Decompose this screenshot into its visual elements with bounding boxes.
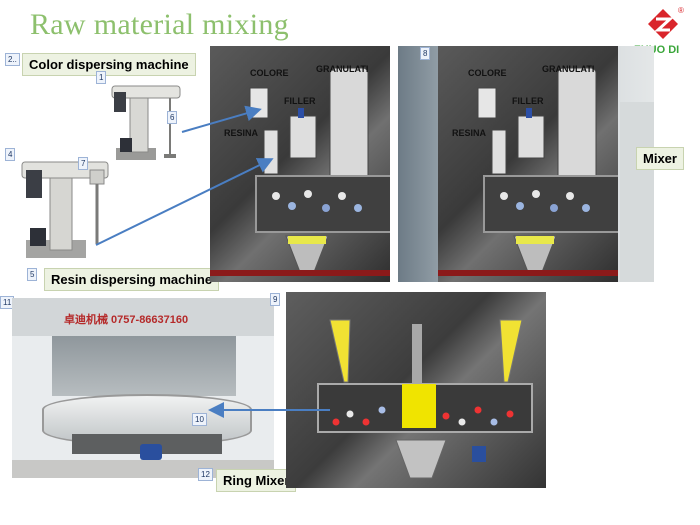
dispensing-diagram-2: COLORE GRANULATI FILLER RESINA: [438, 46, 618, 282]
marker-8: 8: [420, 47, 431, 60]
zhuodi-logo-icon: [648, 9, 678, 39]
color-dispersing-label: Color dispersing machine: [22, 53, 196, 76]
marker-6: 6: [167, 111, 178, 124]
slide-title: Raw material mixing: [30, 8, 289, 41]
machine-brand-sign: 卓迪机械 0757-86637160: [64, 314, 189, 326]
label-granulati-2: GRANULATI: [542, 64, 595, 74]
dispensing-diagram-1: COLORE GRANULATI FILLER RESINA: [210, 46, 390, 282]
marker-7: 7: [78, 157, 89, 170]
marker-4: 4: [5, 148, 16, 161]
marker-2: 2..: [5, 53, 20, 66]
label-granulati-1: GRANULATI: [316, 64, 369, 74]
ring-mixer-diagram: [286, 292, 546, 488]
label-colore-2: COLORE: [468, 68, 507, 78]
resin-dispersing-machine-image: [20, 152, 120, 264]
resin-dispersing-label: Resin dispersing machine: [44, 268, 220, 291]
ring-mixer-photo: 卓迪机械 0757-86637160: [12, 298, 274, 478]
marker-12: 12: [198, 468, 213, 481]
color-dispersing-machine-image: [108, 78, 190, 166]
marker-9: 9: [270, 293, 281, 306]
label-resina-2: RESINA: [452, 128, 487, 138]
label-filler-2: FILLER: [512, 96, 544, 106]
marker-1: 1: [96, 71, 107, 84]
marker-5: 5: [27, 268, 38, 281]
ring-mixer-label: Ring Mixer: [216, 469, 297, 492]
marker-10: 10: [192, 413, 207, 426]
label-filler-1: FILLER: [284, 96, 316, 106]
logo-registered-mark: ®: [678, 6, 684, 15]
label-colore-1: COLORE: [250, 68, 289, 78]
mixer-label: Mixer: [636, 147, 684, 170]
label-resina-1: RESINA: [224, 128, 259, 138]
